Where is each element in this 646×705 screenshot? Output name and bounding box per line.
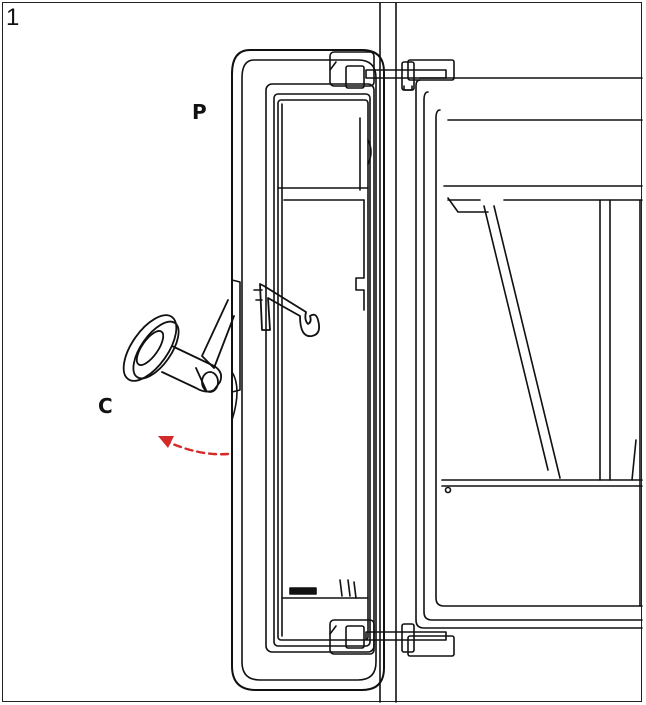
callout-c: C [98,394,113,418]
oven-cavity [415,77,643,629]
door-panel [231,49,385,691]
top-hinge [329,59,455,91]
side-bracket [231,279,241,421]
step-number: 1 [6,4,20,31]
callout-p: P [192,100,207,124]
rotation-arrow [158,436,230,456]
bottom-hinge [329,623,455,657]
knob [122,299,235,393]
door-hook [253,283,321,338]
